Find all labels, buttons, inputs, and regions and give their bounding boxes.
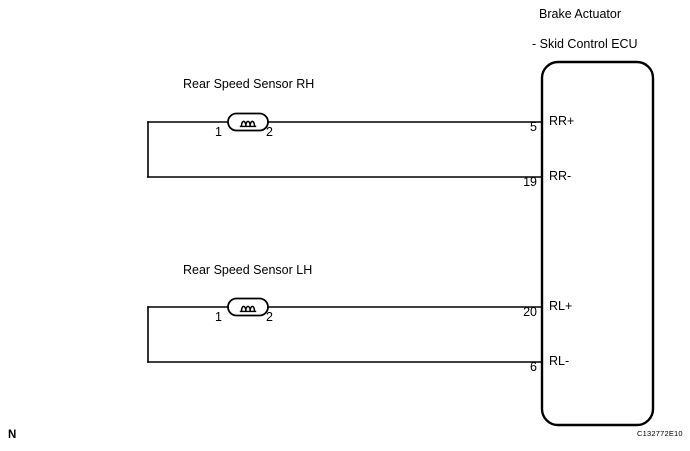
document-code: C132772E10 xyxy=(637,429,683,438)
ecu-pin-number-rl-plus: 20 xyxy=(523,305,537,319)
ecu-terminal-rr-plus: RR+ xyxy=(549,114,575,128)
corner-mark: N xyxy=(8,429,17,441)
connector-pin-lh-2: 2 xyxy=(266,310,273,324)
ecu-pin-number-rl-minus: 6 xyxy=(530,360,537,374)
sensor-coil-icon-lh xyxy=(240,305,256,312)
ecu-pin-number-rr-minus: 19 xyxy=(523,175,537,189)
sensor-coil-icon-rh xyxy=(240,120,256,127)
connector-pin-rh-2: 2 xyxy=(266,125,273,139)
connector-pin-lh-1: 1 xyxy=(215,310,222,324)
ecu-title-line-1: Brake Actuator xyxy=(539,7,621,21)
ecu-title-line-2: - Skid Control ECU xyxy=(532,37,638,51)
ecu-terminal-rl-minus: RL- xyxy=(549,354,570,368)
ecu-terminal-rl-plus: RL+ xyxy=(549,299,573,313)
sensor-label-rh: Rear Speed Sensor RH xyxy=(183,77,315,91)
ecu-terminal-rr-minus: RR- xyxy=(549,169,572,183)
sensor-label-lh: Rear Speed Sensor LH xyxy=(183,263,313,277)
connector-pin-rh-1: 1 xyxy=(215,125,222,139)
ecu-pin-number-rr-plus: 5 xyxy=(530,120,537,134)
ecu-box xyxy=(540,60,655,427)
